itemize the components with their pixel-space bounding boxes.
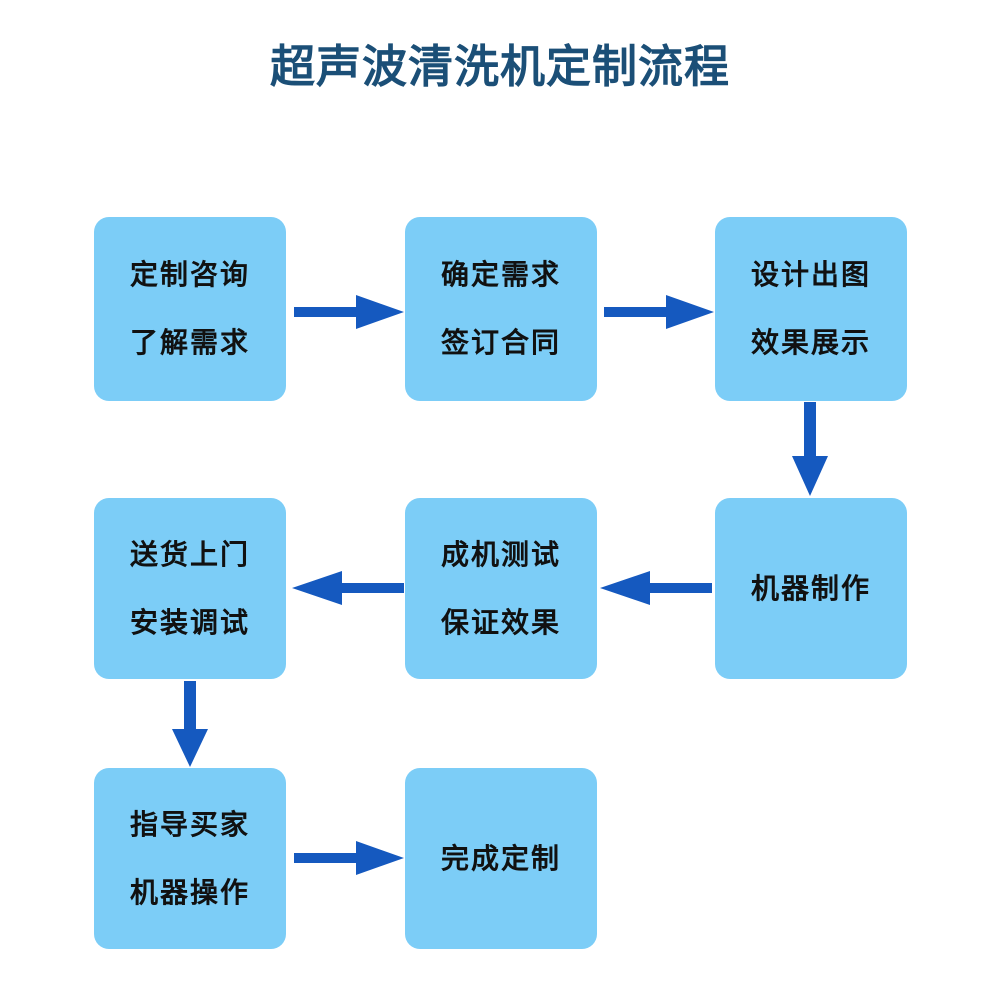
flow-node-line: 签订合同 <box>440 327 561 358</box>
flow-node-line: 送货上门 <box>129 538 250 570</box>
arrow-right-icon <box>294 836 404 880</box>
arrow-down-icon <box>788 402 832 496</box>
arrow-right-icon <box>604 290 714 334</box>
flow-node-line: 定制咨询 <box>129 259 250 290</box>
flow-node-machine-testing[interactable]: 成机测试 保证效果 <box>405 498 597 679</box>
flow-node-design-drawing[interactable]: 设计出图 效果展示 <box>715 217 907 401</box>
flow-node-buyer-training[interactable]: 指导买家 机器操作 <box>94 768 286 949</box>
flow-node-line: 完成定制 <box>440 842 561 874</box>
flow-node-delivery-installation[interactable]: 送货上门 安装调试 <box>94 498 286 679</box>
flow-node-machine-production[interactable]: 机器制作 <box>715 498 907 679</box>
flow-node-line: 效果展示 <box>750 327 871 358</box>
flow-node-customization-complete[interactable]: 完成定制 <box>405 768 597 949</box>
flow-node-custom-consultation[interactable]: 定制咨询 了解需求 <box>94 217 286 401</box>
flow-node-line: 指导买家 <box>129 808 250 840</box>
arrow-left-icon <box>292 566 404 610</box>
arrow-left-icon <box>600 566 712 610</box>
flow-node-line: 安装调试 <box>129 606 250 638</box>
flow-node-line: 保证效果 <box>440 606 561 638</box>
flow-node-line: 设计出图 <box>750 259 871 290</box>
flow-node-line: 确定需求 <box>440 259 561 290</box>
flow-node-line: 机器制作 <box>750 572 871 604</box>
arrow-right-icon <box>294 290 404 334</box>
page-title: 超声波清洗机定制流程 <box>269 41 730 92</box>
flow-node-confirm-requirements[interactable]: 确定需求 签订合同 <box>405 217 597 401</box>
arrow-down-icon <box>168 681 212 767</box>
flow-node-line: 成机测试 <box>440 538 561 570</box>
flow-node-line: 机器操作 <box>129 876 250 908</box>
flow-node-line: 了解需求 <box>129 327 250 358</box>
